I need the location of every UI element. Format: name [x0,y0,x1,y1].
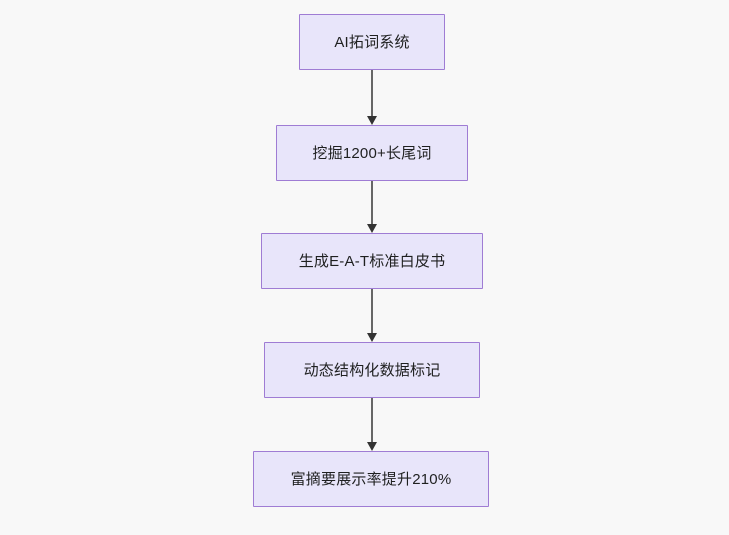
flow-edge-line [371,181,373,225]
flow-node-label: AI拓词系统 [334,33,410,51]
flow-node-label: 挖掘1200+长尾词 [312,144,432,162]
arrow-down-icon [367,442,377,451]
flow-node-dynamic-structured-data-markup[interactable]: 动态结构化数据标记 [264,342,480,398]
arrow-down-icon [367,224,377,233]
flow-node-rich-snippet-rate-increase[interactable]: 富摘要展示率提升210% [253,451,489,507]
flow-node-generate-eat-whitepaper[interactable]: 生成E-A-T标准白皮书 [261,233,483,289]
flow-edge-line [371,289,373,334]
arrow-down-icon [367,333,377,342]
flow-node-label: 动态结构化数据标记 [303,361,441,379]
flow-node-label: 富摘要展示率提升210% [290,470,452,488]
flow-node-label: 生成E-A-T标准白皮书 [298,252,446,270]
flow-node-ai-keyword-system[interactable]: AI拓词系统 [299,14,445,70]
flow-edge-line [371,70,373,117]
flow-edge-line [371,398,373,443]
arrow-down-icon [367,116,377,125]
flow-node-mine-longtail-keywords[interactable]: 挖掘1200+长尾词 [276,125,468,181]
